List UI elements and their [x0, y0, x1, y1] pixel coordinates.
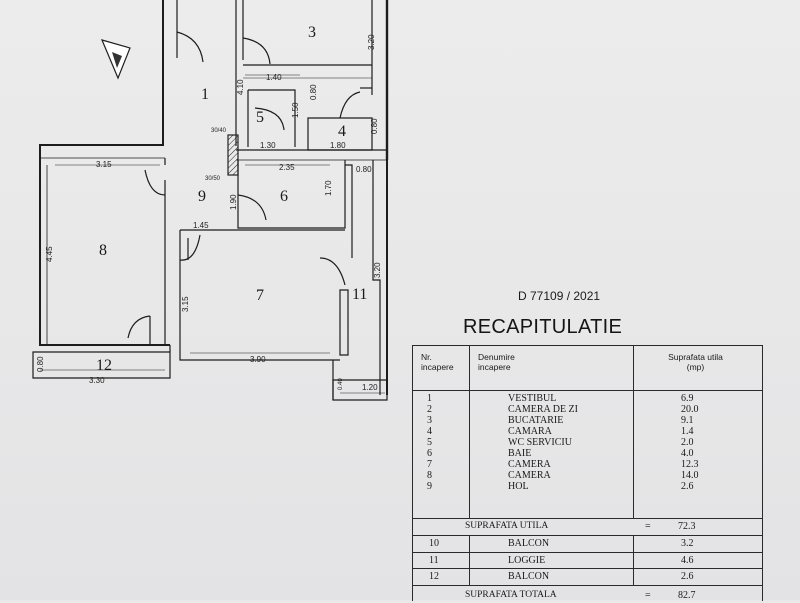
header-name: Denumire incapere — [470, 346, 634, 390]
dim-0-80-c: 0.80 — [356, 165, 372, 174]
dim-4-45: 4.45 — [45, 246, 54, 262]
dim-1-20: 1.20 — [362, 383, 378, 392]
room-number-3: 3 — [308, 24, 316, 41]
dim-1-50: 1.50 — [291, 102, 300, 118]
dim-3-20-right: 3.20 — [373, 262, 382, 278]
room-number-12: 12 — [96, 357, 112, 374]
room-number-11: 11 — [352, 286, 367, 303]
dim-1-45: 1.45 — [193, 221, 209, 230]
north-arrow-icon — [100, 39, 131, 80]
dim-1-70: 1.70 — [324, 180, 333, 196]
header-nr: Nr. incapere — [413, 346, 470, 390]
usable-area-row: SUPRAFATA UTILA = 72.3 — [465, 521, 696, 532]
recap-table: Nr. incapere Denumire incapere Suprafata… — [412, 345, 763, 601]
room-number-7: 7 — [256, 287, 264, 304]
room-number-8: 8 — [99, 242, 107, 259]
dim-3-20-top: 3.20 — [367, 34, 376, 50]
dim-4-10: 4.10 — [236, 79, 245, 95]
dim-1-40: 1.40 — [266, 73, 282, 82]
dim-0-40: 0.40 — [338, 378, 344, 390]
dim-0-80-a: 0.80 — [309, 84, 318, 100]
header-area: Suprafata utila (mp) — [668, 352, 723, 372]
room-number-1: 1 — [201, 86, 209, 103]
vent-label-30-40: 30/40 — [211, 128, 227, 134]
room-number-9: 9 — [198, 188, 206, 205]
dim-1-80: 1.80 — [330, 141, 346, 150]
room-number-6: 6 — [280, 188, 288, 205]
vent-label-30-50: 30/50 — [205, 176, 221, 182]
dim-1-90: 1.90 — [229, 194, 238, 210]
total-area-row: SUPRAFATA TOTALA = 82.7 — [465, 590, 696, 601]
dim-1-30: 1.30 — [260, 141, 276, 150]
recap-title: RECAPITULATIE — [463, 316, 623, 338]
dim-3-90: 3.90 — [250, 355, 266, 364]
dim-0-80-b: 0.80 — [370, 118, 379, 134]
room-number-4: 4 — [338, 123, 346, 140]
dim-3-15-top: 3.15 — [96, 160, 112, 169]
document-reference: D 77109 / 2021 — [518, 289, 601, 303]
dim-0-80-d: 0.80 — [36, 356, 45, 372]
room-number-5: 5 — [256, 109, 264, 126]
dim-3-15-left: 3.15 — [181, 296, 190, 312]
dim-2-35: 2.35 — [279, 163, 295, 172]
dim-3-30: 3.30 — [89, 376, 105, 385]
